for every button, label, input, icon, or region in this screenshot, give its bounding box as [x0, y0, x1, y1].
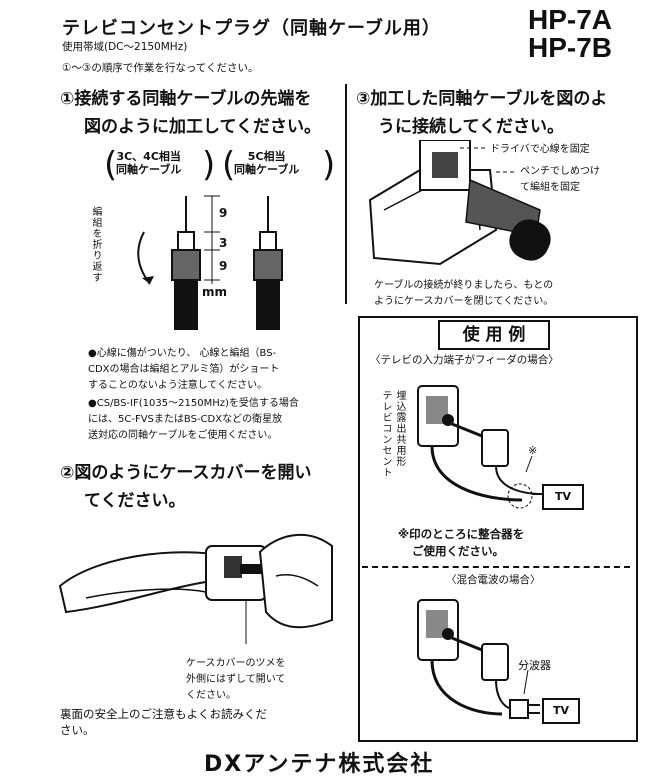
- caution-note-1: ●心線に傷がついたり、 心線と編組（BS- CDXの場合は編組とアルミ箔）がショ…: [88, 346, 279, 394]
- open-case-illustration: [56, 516, 336, 646]
- usage-divider: [362, 566, 630, 568]
- driver-fix-label: ドライバで心線を固定: [490, 142, 590, 158]
- connection-illustration: [360, 140, 640, 278]
- model-number-a: HP-7A: [528, 6, 612, 34]
- matcher-note: ※印のところに整合器を ご使用ください。: [398, 526, 524, 560]
- usage-example-title: 使 用 例: [438, 320, 550, 350]
- paren-close-b: ): [322, 148, 335, 182]
- tv-box-1: TV: [542, 484, 584, 510]
- cable-prep-diagram: [100, 192, 320, 336]
- step3-heading-line1: ③加工した同軸ケーブルを図のよ: [356, 86, 607, 112]
- dimension-mid: 3: [219, 236, 227, 250]
- model-number-b: HP-7B: [528, 34, 612, 62]
- splitter-label: 分波器: [518, 658, 551, 674]
- matcher-asterisk: ※: [528, 444, 537, 457]
- instruction-order: ①〜③の順序で作業を行なってください。: [62, 61, 259, 76]
- cable-type-5c: 5C相当 同軸ケーブル: [234, 150, 299, 176]
- document-title: テレビコンセントプラグ（同軸ケーブル用）: [62, 14, 441, 40]
- frequency-band: 使用帯域(DC〜2150MHz): [62, 40, 187, 55]
- tv-box-2: TV: [542, 698, 580, 724]
- cable-type-3c: 3C、4C相当 同軸ケーブル: [116, 150, 181, 176]
- dimension-bottom: 9: [219, 259, 227, 273]
- step3-heading-line2: うに接続してください。: [378, 114, 564, 140]
- dimension-unit: mm: [202, 285, 227, 299]
- column-divider: [345, 84, 347, 304]
- caution-note-2: ●CS/BS-IF(1035〜2150MHz)を受信する場合 には、5C-FVS…: [88, 396, 299, 444]
- company-name: DXアンテナ株式会社: [204, 746, 434, 778]
- mixed-signal-diagram: [412, 590, 622, 730]
- step2-heading-line2: てください。: [84, 488, 186, 514]
- safety-notice: 裏面の安全上のご注意もよくお読みくだ さい。: [60, 706, 267, 738]
- step1-heading-line2: 図のように加工してください。: [84, 114, 321, 140]
- pliers-fix-label: ペンチでしめつけ て編組を固定: [520, 164, 600, 196]
- dimension-top: 9: [219, 206, 227, 220]
- paren-close-a: ): [202, 148, 215, 182]
- step1-heading-line1: ①接続する同軸ケーブルの先端を: [60, 86, 311, 112]
- outlet-name-label: テレビコンセント: [378, 390, 393, 500]
- usage-case-feeder: 〈テレビの入力端子がフィーダの場合〉: [370, 352, 559, 368]
- step2-heading-line1: ②図のようにケースカバーを開い: [60, 460, 312, 486]
- usage-case-mixed: 〈混合電波の場合〉: [446, 572, 541, 588]
- close-cover-instruction: ケーブルの接続が終りましたら、もとの ようにケースカバーを閉じてください。: [374, 278, 553, 310]
- case-cover-callout: ケースカバーのツメを 外側にはずして開いて ください。: [186, 656, 286, 704]
- outlet-type-label: 埋込露出共用形: [392, 390, 407, 480]
- feeder-connection-diagram: [412, 376, 622, 514]
